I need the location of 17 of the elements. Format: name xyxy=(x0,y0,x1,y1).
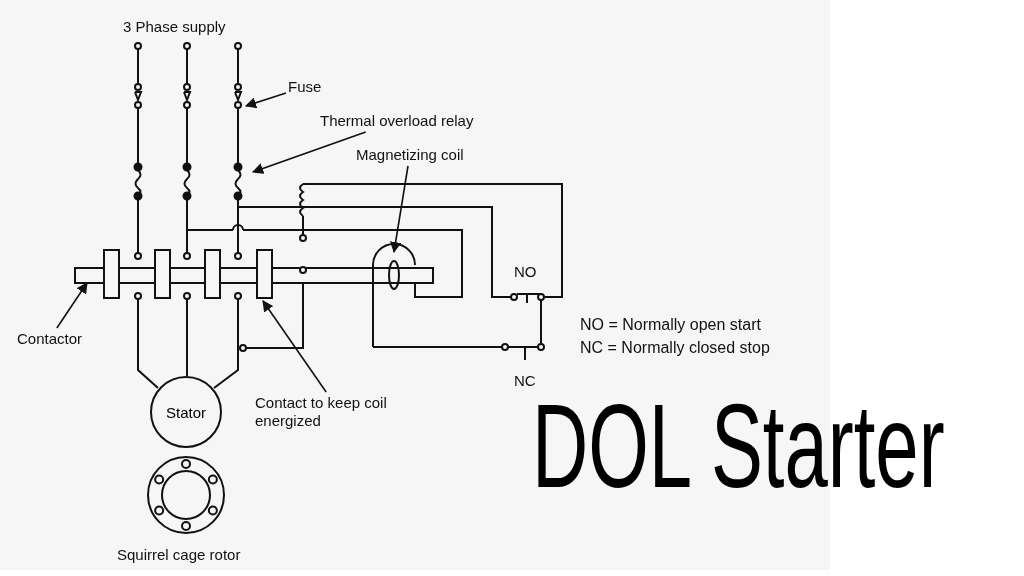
callout-label: Thermal overload relay xyxy=(320,112,474,130)
callout-label: Fuse xyxy=(288,78,322,96)
note-text: NC = Normally closed stop xyxy=(580,338,770,358)
leader-line xyxy=(56,282,88,329)
callout-label: Contactor xyxy=(17,330,83,348)
callout-label: Magnetizing coil xyxy=(356,146,464,164)
supply-label: 3 Phase supply xyxy=(123,18,226,36)
switch-label: NC xyxy=(514,372,536,390)
rotor-label: Squirrel cage rotor xyxy=(117,546,241,564)
switch-label: NO xyxy=(514,263,537,281)
leader-line xyxy=(262,300,327,393)
note-text: NO = Normally open start xyxy=(580,315,761,335)
leader-line xyxy=(390,165,409,254)
leader-line xyxy=(244,92,287,109)
leader-line xyxy=(251,131,367,174)
callout-label: Contact to keep coil energized xyxy=(255,394,425,430)
stator-label: Stator xyxy=(166,403,206,421)
